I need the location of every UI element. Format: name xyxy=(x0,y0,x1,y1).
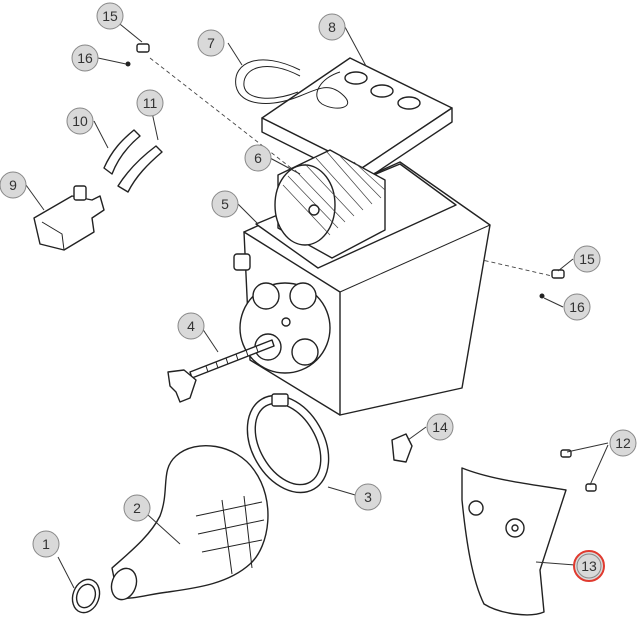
callout-13-label: 13 xyxy=(581,558,597,574)
callout-1[interactable]: 1 xyxy=(32,530,60,558)
callout-14[interactable]: 14 xyxy=(426,413,454,441)
part-cover-panel[interactable] xyxy=(461,467,567,616)
part-screws[interactable] xyxy=(560,449,597,492)
part-small-clamp[interactable] xyxy=(68,576,104,617)
part-fittings-top[interactable] xyxy=(125,43,150,67)
part-grommet[interactable] xyxy=(391,433,413,463)
callout-2[interactable]: 2 xyxy=(123,494,151,522)
callout-2-label: 2 xyxy=(133,500,141,516)
part-wing-bolt[interactable] xyxy=(167,339,275,403)
part-fittings-right[interactable] xyxy=(539,269,565,299)
callout-10-label: 10 xyxy=(72,113,88,129)
callout-16-right-label: 16 xyxy=(569,299,585,315)
callout-13[interactable]: 13 xyxy=(573,550,605,582)
callout-15-right[interactable]: 15 xyxy=(573,245,601,273)
callout-8-label: 8 xyxy=(328,19,336,35)
callout-16-top[interactable]: 16 xyxy=(71,44,99,72)
callout-3-label: 3 xyxy=(364,489,372,505)
part-sensor[interactable] xyxy=(33,185,105,251)
callout-5[interactable]: 5 xyxy=(211,190,239,218)
callout-7[interactable]: 7 xyxy=(197,29,225,57)
callout-15-top[interactable]: 15 xyxy=(96,2,124,30)
callout-1-label: 1 xyxy=(42,536,50,552)
callout-15-right-label: 15 xyxy=(579,251,595,267)
callout-11[interactable]: 11 xyxy=(136,89,164,117)
callout-15-top-label: 15 xyxy=(102,8,118,24)
callout-9[interactable]: 9 xyxy=(0,171,27,199)
callout-10[interactable]: 10 xyxy=(66,107,94,135)
callout-16-right[interactable]: 16 xyxy=(563,293,591,321)
callout-6-label: 6 xyxy=(254,150,262,166)
part-intake-boot[interactable] xyxy=(107,444,269,603)
part-clamp[interactable] xyxy=(231,381,345,507)
callout-4[interactable]: 4 xyxy=(177,312,205,340)
callout-5-label: 5 xyxy=(221,196,229,212)
callout-11-label: 11 xyxy=(143,95,158,111)
part-hose-right[interactable] xyxy=(117,145,163,193)
callout-12-label: 12 xyxy=(615,435,631,451)
callout-9-label: 9 xyxy=(9,177,17,193)
callout-8[interactable]: 8 xyxy=(318,13,346,41)
part-filter-element[interactable] xyxy=(274,149,386,259)
callout-3[interactable]: 3 xyxy=(354,483,382,511)
callout-14-label: 14 xyxy=(432,419,448,435)
callout-7-label: 7 xyxy=(207,35,215,51)
assembly-line-top xyxy=(149,57,301,176)
part-filter-lid[interactable] xyxy=(261,57,453,183)
part-hose-left[interactable] xyxy=(103,129,141,175)
part-cord[interactable] xyxy=(235,59,349,109)
callout-4-label: 4 xyxy=(187,318,195,334)
callout-16-top-label: 16 xyxy=(77,50,93,66)
callout-6[interactable]: 6 xyxy=(244,144,272,172)
callout-12[interactable]: 12 xyxy=(609,429,637,457)
